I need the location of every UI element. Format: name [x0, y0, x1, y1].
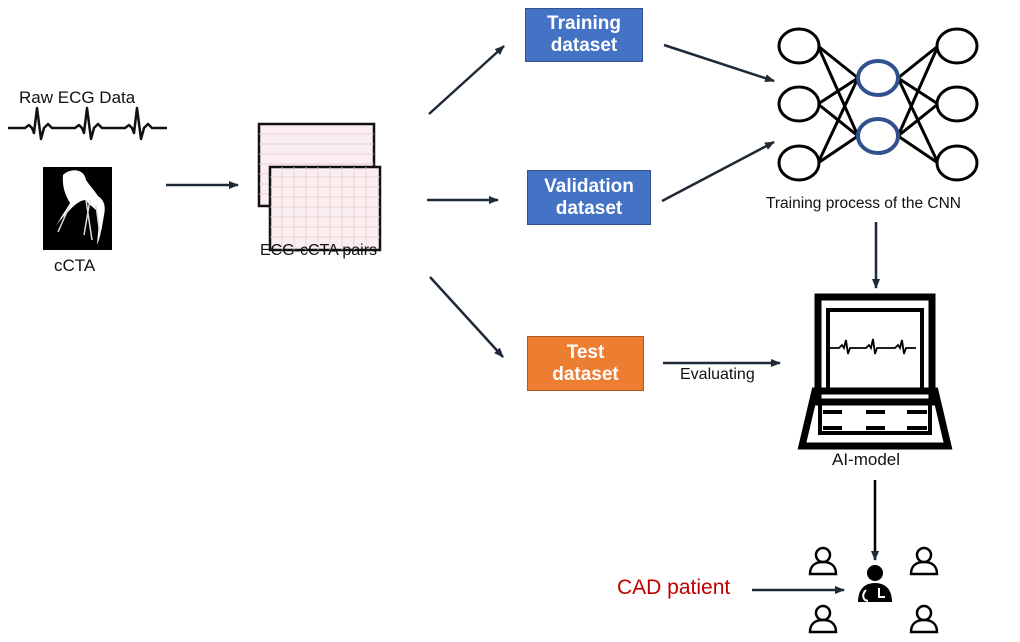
input-node	[777, 27, 821, 65]
test-line1: Test	[566, 341, 605, 363]
hidden-node	[856, 117, 900, 155]
arrow-to-test	[429, 276, 504, 358]
person-icon	[909, 604, 939, 634]
laptop-icon	[797, 293, 953, 450]
cnn-label: Training process of the CNN	[766, 195, 961, 212]
training-dataset-box: Training dataset	[525, 8, 643, 62]
cnn-network-icon	[777, 27, 979, 182]
person-icon	[808, 604, 838, 634]
arrow-training-to-cnn	[663, 43, 775, 83]
validation-dataset-box: Validation dataset	[527, 170, 651, 225]
arrow-to-training	[428, 45, 505, 115]
training-line2: dataset	[550, 35, 618, 56]
training-line1: Training	[547, 13, 621, 34]
raw-ecg-label: Raw ECG Data	[19, 88, 136, 107]
person-icon	[808, 546, 838, 576]
output-node	[935, 144, 979, 182]
person-icon	[909, 546, 939, 576]
test-dataset-box: Test dataset	[527, 336, 644, 391]
output-node	[935, 27, 979, 65]
input-node	[777, 144, 821, 182]
input-node	[777, 85, 821, 123]
validation-line2: dataset	[555, 197, 623, 219]
arrow-validation-to-cnn	[661, 140, 775, 203]
ecg-waveform-icon	[8, 106, 167, 141]
cad-patient-label: CAD patient	[617, 576, 731, 599]
output-node	[935, 85, 979, 123]
test-line2: dataset	[552, 363, 619, 385]
validation-line1: Validation	[544, 175, 634, 197]
ecg-sheet-front	[268, 165, 382, 252]
evaluating-label: Evaluating	[680, 366, 755, 383]
ai-model-label: AI-model	[832, 450, 901, 469]
ccta-image	[43, 167, 112, 250]
doctor-icon	[858, 565, 892, 602]
hidden-node	[856, 59, 900, 97]
ccta-label: cCTA	[54, 256, 96, 275]
pairs-label: ECG-cCTA pairs	[260, 242, 378, 259]
